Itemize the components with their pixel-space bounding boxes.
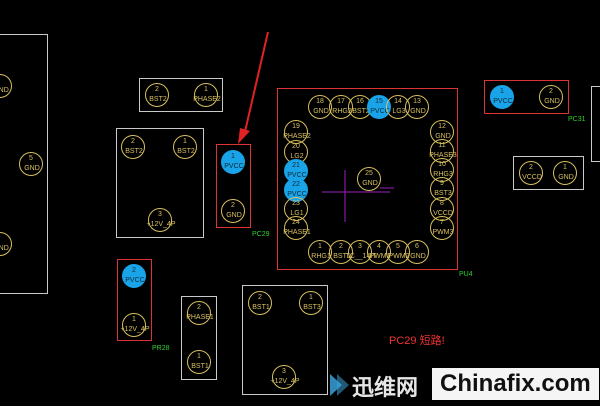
refdes-pc31: PC31: [568, 116, 586, 123]
watermark-en: Chinafix.com: [432, 368, 599, 400]
pad[interactable]: 1+12V_4P: [121, 313, 150, 337]
annotation-arrow-line: [243, 31, 269, 137]
component-phase1-bst1: [181, 296, 217, 380]
annotation-arrow-head: [238, 128, 250, 144]
component-pr28[interactable]: [117, 259, 152, 341]
refdes-pr28: PR28: [152, 345, 170, 352]
watermark-logo-icon: [328, 370, 350, 400]
pad[interactable]: 3+12V_4P: [147, 208, 176, 232]
refdes-pc29: PC29: [252, 231, 270, 238]
pad[interactable]: 3+12V_4P: [271, 365, 300, 389]
component-vccd-gnd: [513, 156, 584, 190]
watermark-cn: 迅维网: [352, 375, 419, 400]
component-left-edge: [0, 34, 48, 294]
component-pc29[interactable]: [216, 144, 251, 228]
watermark: 迅维网 Chinafix.com: [324, 364, 600, 406]
component-bst2-phase2: [139, 78, 223, 112]
component-pu4[interactable]: [277, 88, 458, 270]
component-pc31[interactable]: [484, 80, 569, 114]
refdes-pu4: PU4: [459, 271, 473, 278]
component-bst2-12v: [116, 128, 204, 238]
component-bst1-bst3: [242, 285, 328, 395]
short-circuit-note: PC29 短路!: [389, 335, 445, 347]
component-right-edge: [591, 86, 600, 162]
